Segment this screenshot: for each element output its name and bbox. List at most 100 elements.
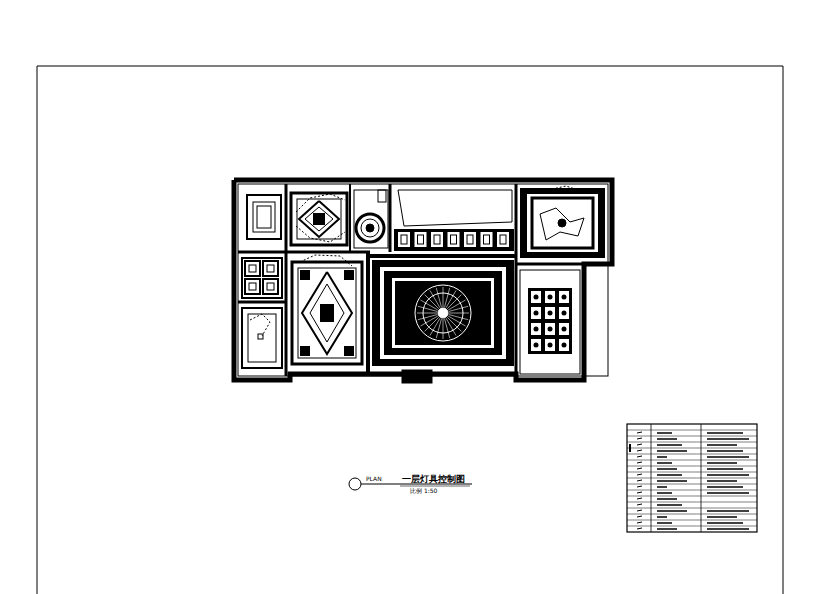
plan-line: [418, 306, 437, 311]
plan-circle: [366, 224, 374, 232]
plan-shape: [242, 308, 282, 368]
plan-line: [445, 288, 450, 307]
plan-line: [436, 288, 441, 307]
plan-line: [657, 468, 677, 470]
plan-circle: [558, 219, 566, 227]
plan-circle: [534, 343, 539, 348]
plan-circle: [562, 343, 567, 348]
plan-line: [657, 510, 687, 512]
plan-line: [540, 208, 584, 240]
plan-line: [707, 528, 749, 530]
plan-line: [449, 315, 468, 320]
plan-line: [637, 492, 642, 493]
plan-line: [627, 490, 757, 491]
plan-line: [296, 194, 345, 212]
plan-shape: [297, 199, 341, 239]
plan-shape: [528, 288, 572, 354]
plan-line: [627, 502, 757, 503]
plan-line: [707, 522, 743, 524]
plan-shape: [451, 235, 457, 244]
plan-circle: [548, 295, 553, 300]
plan-line: [305, 207, 333, 231]
plan-shape: [395, 281, 491, 345]
plan-line: [627, 508, 757, 509]
plan-shape: [344, 270, 354, 280]
plan-shape: [242, 258, 282, 298]
plan-line: [627, 472, 757, 473]
plan-shape: [238, 184, 608, 376]
plan-shape: [344, 346, 354, 356]
plan-line: [657, 504, 682, 506]
plan-lines: [37, 66, 783, 594]
plan-line: [637, 438, 642, 439]
plan-line: [707, 444, 737, 446]
plan-line: [657, 474, 682, 476]
plan-line: [707, 462, 737, 464]
plan-line: [637, 432, 642, 433]
plan-line: [250, 314, 270, 336]
plan-line: [389, 184, 392, 252]
plan-line: [707, 438, 749, 440]
plan-shape: [448, 232, 460, 247]
plan-circle: [562, 311, 567, 316]
plan-line: [637, 504, 642, 505]
plan-line: [627, 460, 757, 461]
plan-line: [627, 448, 757, 449]
plan-shape: [415, 232, 427, 247]
plan-line: [637, 474, 642, 475]
plan-line: [627, 442, 757, 443]
plan-shape: [257, 206, 271, 228]
plan-shape: [291, 193, 347, 245]
plan-circle: [534, 327, 539, 332]
plan-shape: [500, 235, 506, 244]
plan-shape: [545, 291, 555, 303]
plan-line: [627, 430, 757, 431]
plan-line: [516, 263, 584, 266]
plan-line: [627, 454, 757, 455]
plan-line: [707, 516, 737, 518]
plan-shape: [298, 268, 356, 358]
plan-circle: [356, 214, 384, 242]
plan-line: [637, 456, 642, 457]
plan-line: [657, 492, 672, 494]
plan-shape: [531, 307, 541, 319]
plan-line: [657, 480, 687, 482]
plan-line: [548, 186, 584, 192]
plan-line: [637, 522, 642, 523]
plan-circle: [349, 478, 361, 490]
plan-line: [707, 456, 749, 458]
plan-shape: [559, 339, 569, 351]
plan-shape: [434, 235, 440, 244]
plan-shape: [531, 323, 541, 335]
plan-line: [296, 226, 345, 242]
plan-shape: [467, 235, 473, 244]
plan-shape: [431, 232, 443, 247]
plan-shape: [484, 235, 490, 244]
plan-line: [627, 436, 757, 437]
plan-shape: [520, 270, 580, 374]
plan-line: [637, 444, 642, 445]
plan-circle: [548, 343, 553, 348]
plan-line: [657, 528, 677, 530]
plan-shape: [532, 198, 593, 248]
plan-line: [657, 456, 667, 458]
plan-shape: [267, 265, 274, 272]
plan-shape: [249, 265, 256, 272]
plan-shape: [372, 260, 514, 366]
plan-line: [637, 450, 642, 451]
plan-line: [637, 528, 642, 529]
plan-line: [398, 190, 512, 226]
plan-shape: [378, 190, 386, 202]
plan-line: [627, 466, 757, 467]
plan-line: [627, 526, 757, 527]
plan-line: [443, 287, 444, 307]
plan-shape: [258, 334, 263, 339]
plan-line: [448, 300, 465, 310]
plan-shape: [481, 232, 493, 247]
plan-line: [657, 462, 672, 464]
plan-circle: [534, 311, 539, 316]
plan-shape: [629, 444, 631, 452]
plan-line: [446, 318, 456, 335]
